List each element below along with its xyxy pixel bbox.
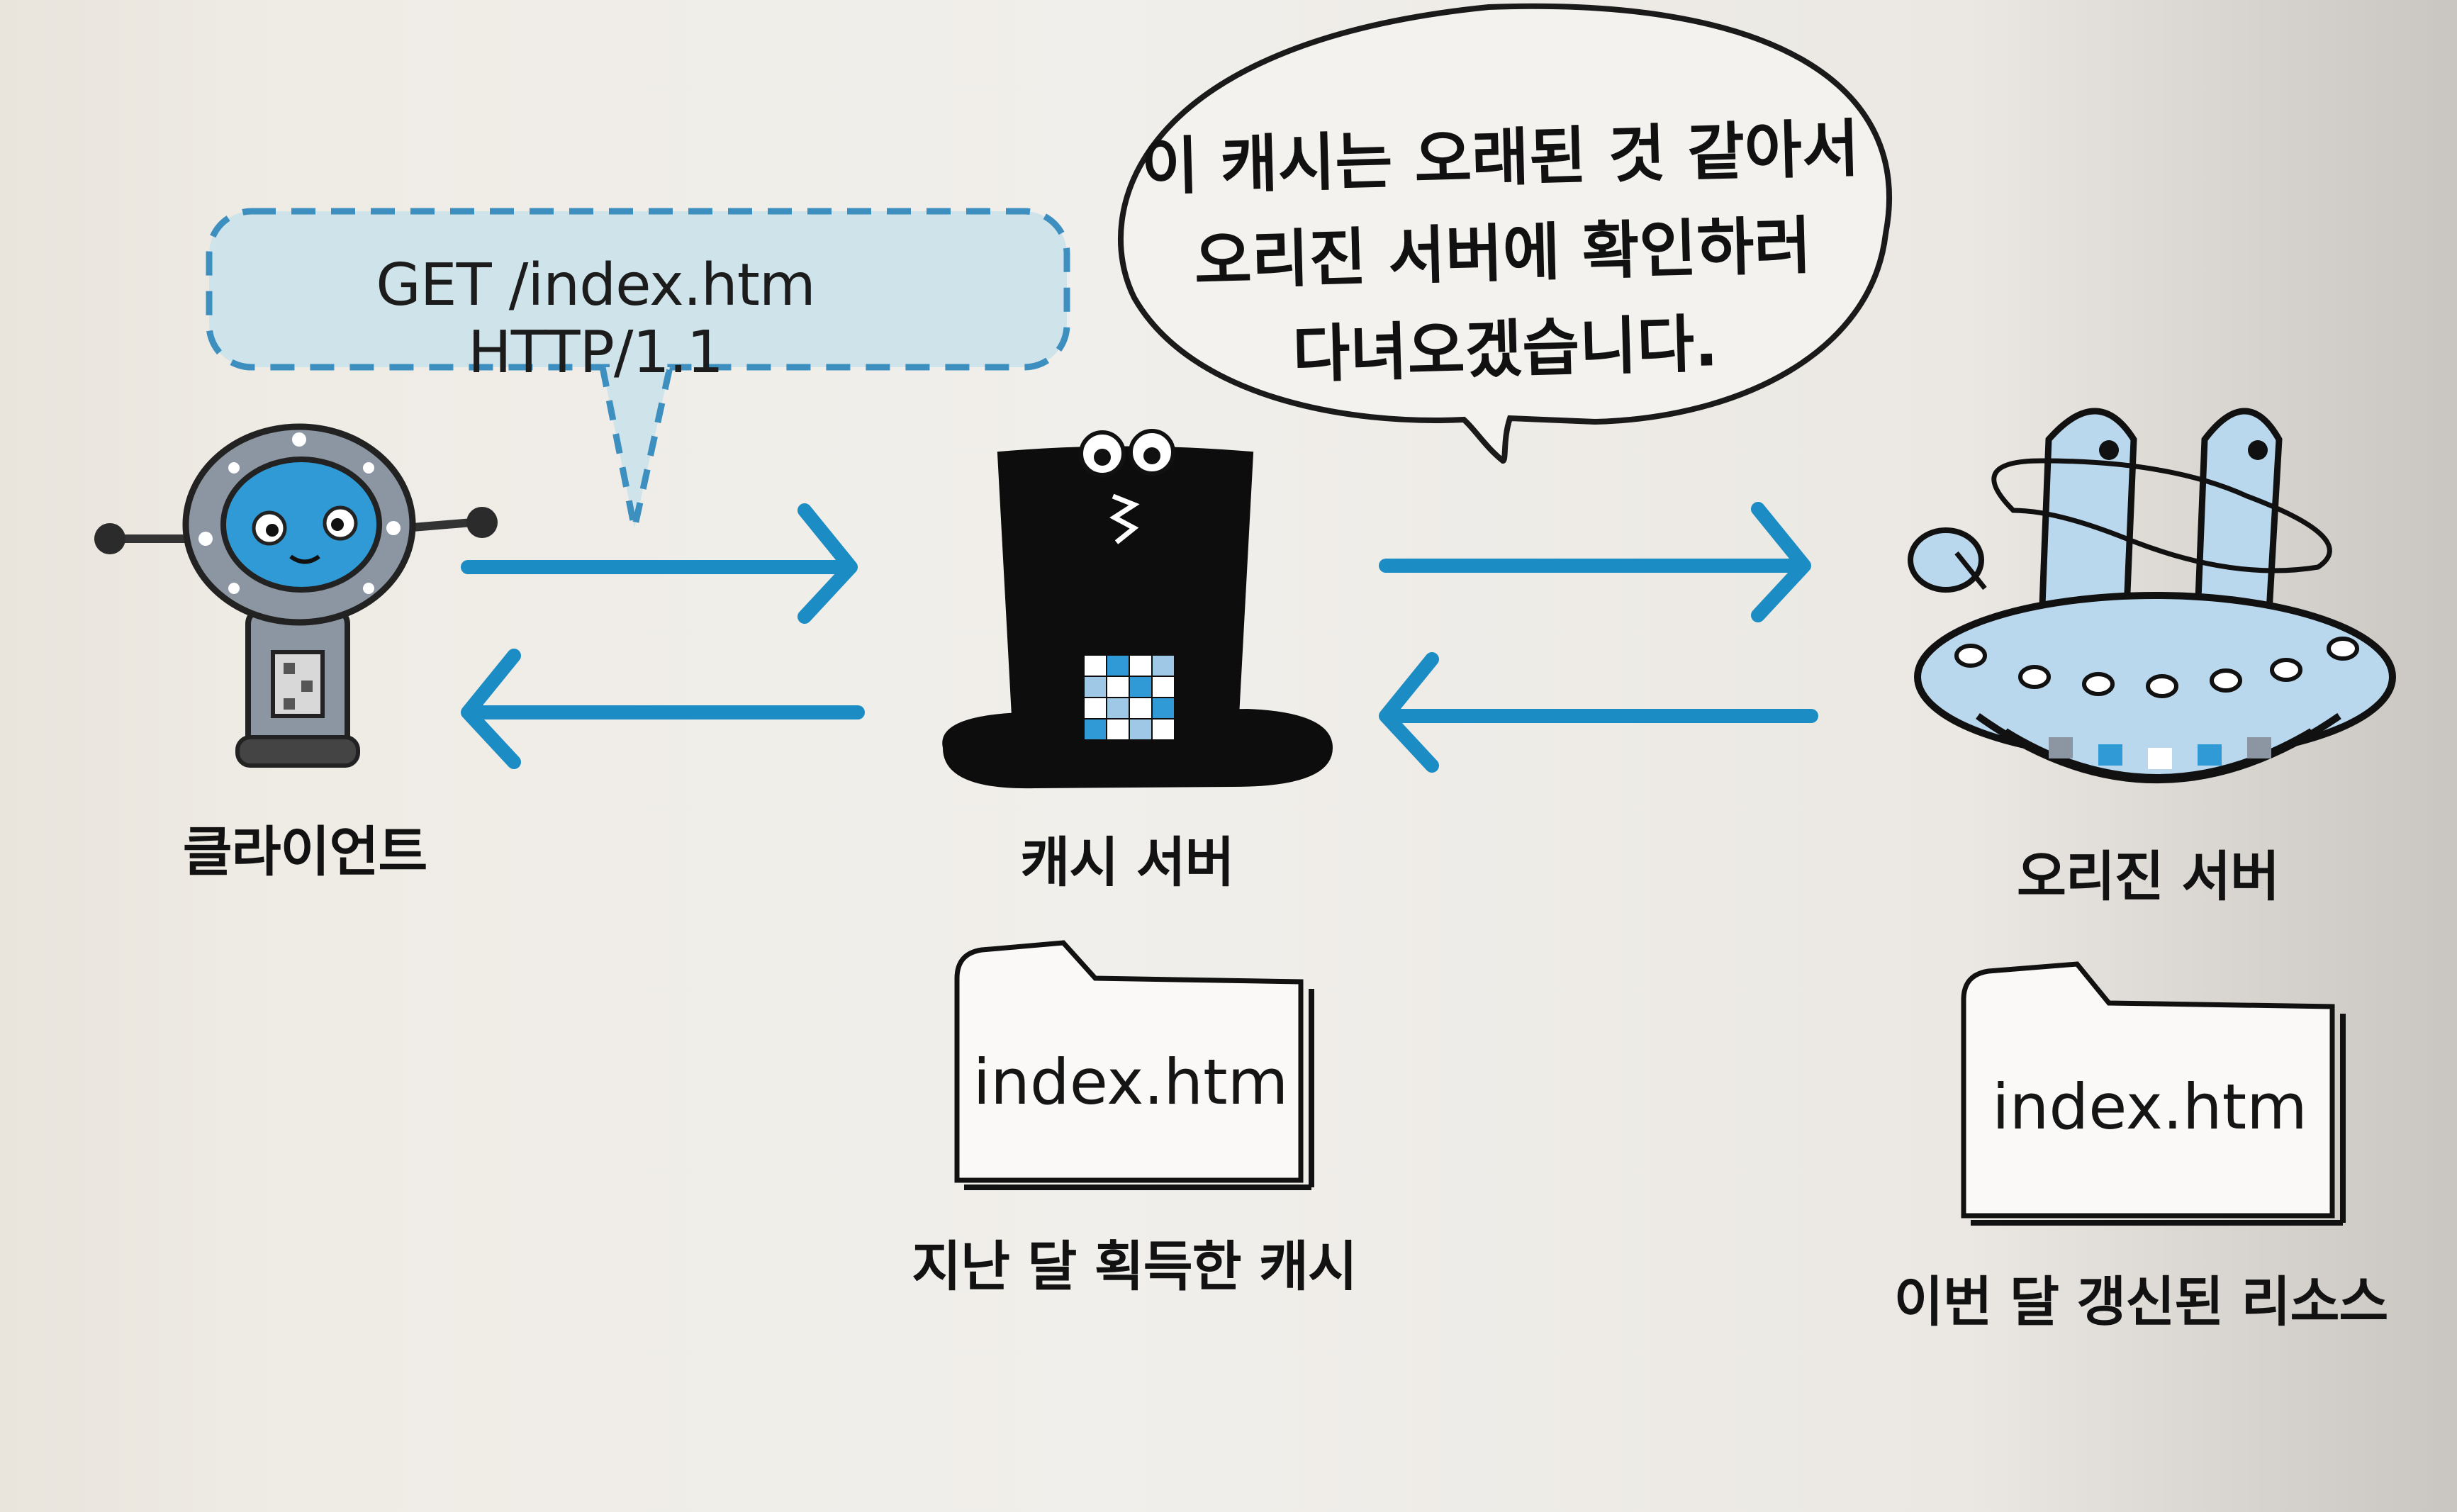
cache-server-label: 캐시 서버 [1020,831,1234,894]
cache-speech-text: 이 캐시는 오래된 것 같아서 오리진 서버에 확인하러 다녀오겠습니다. [1140,111,1861,391]
origin-file-folder-icon [1961,961,2346,1226]
request-line-text: GET /index.htm HTTP/1.1 [376,252,816,386]
cache-grid-pattern [1085,656,1174,739]
origin-server-icon [1908,408,2396,783]
cache-server-icon [942,429,1333,789]
client-label: 클라이언트 [182,820,428,883]
arrow-origin-to-cache [1379,652,1818,773]
arrow-cache-to-origin [1379,502,1811,622]
arrow-cache-to-client [461,649,865,769]
speech-bubble [1117,3,1892,464]
client-robot-icon [94,423,498,768]
origin-file-name: index.htm [1992,1070,2307,1143]
origin-server-label: 오리진 서버 [2016,845,2280,908]
cache-file-caption: 지난 달 획득한 캐시 [912,1235,1358,1298]
cache-file-name: index.htm [973,1046,1289,1119]
arrow-client-to-cache [461,503,858,624]
origin-file-caption: 이번 달 갱신된 리소스 [1893,1270,2389,1333]
request-bubble [206,208,1070,529]
cache-file-folder-icon [954,940,1314,1190]
